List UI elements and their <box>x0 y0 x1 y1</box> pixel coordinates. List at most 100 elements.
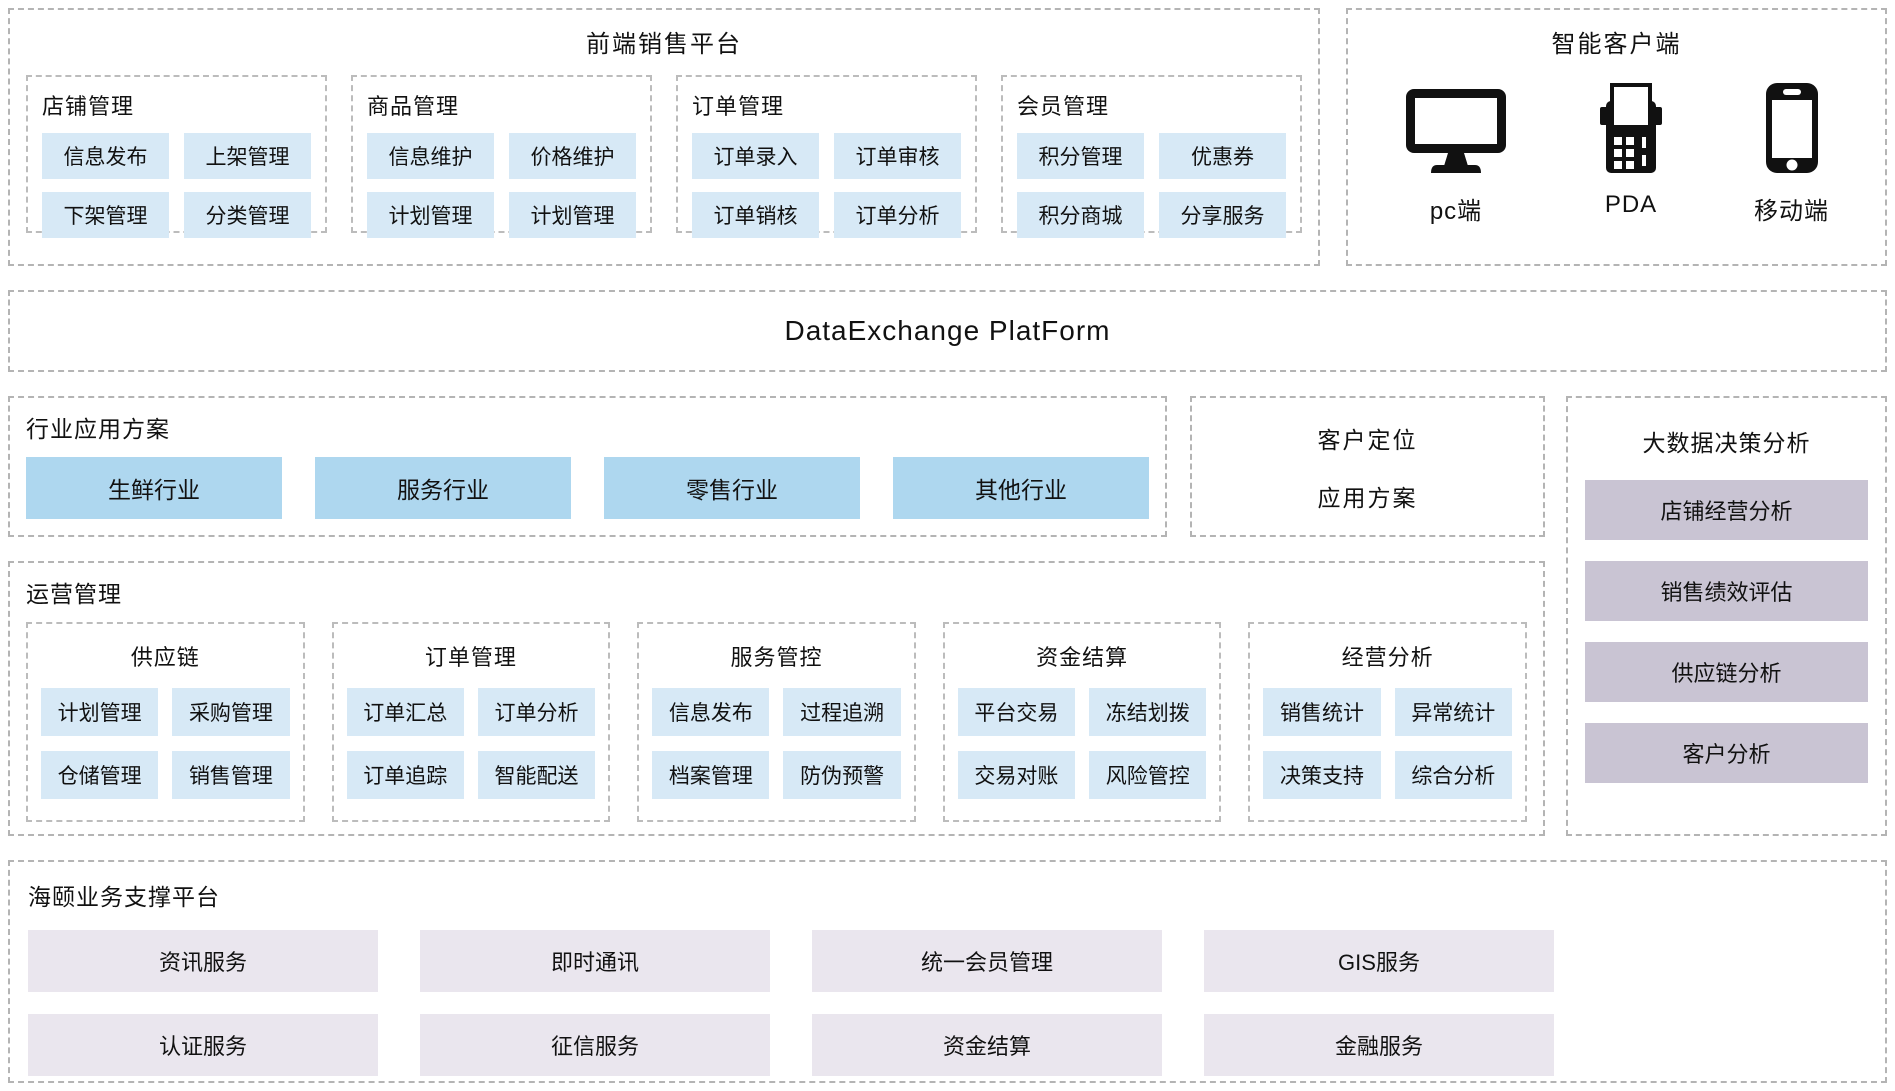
service-control-group: 服务管控 信息发布 过程追溯 档案管理 防伪预警 <box>637 622 916 822</box>
analysis-chip: 客户分析 <box>1585 723 1868 783</box>
service-chip: 资金结算 <box>812 1014 1162 1076</box>
pda-icon <box>1600 79 1662 175</box>
module-chip: 积分商城 <box>1017 192 1144 238</box>
device-pc: pc端 <box>1404 79 1508 226</box>
industry-chip: 服务行业 <box>315 457 571 519</box>
group-title: 商品管理 <box>367 94 460 119</box>
store-management-group: 店铺管理 信息发布 上架管理 下架管理 分类管理 <box>26 75 327 238</box>
module-chip: 积分管理 <box>1017 133 1144 179</box>
device-label: PDA <box>1604 191 1658 218</box>
frontend-sales-platform-panel: 前端销售平台 店铺管理 信息发布 上架管理 下架管理 分类管理 商品管理 信息维… <box>8 8 1320 266</box>
group-title: 订单管理 <box>424 645 517 670</box>
member-management-group: 会员管理 积分管理 优惠券 积分商城 分享服务 <box>1001 75 1302 238</box>
module-chip: 计划管理 <box>509 192 636 238</box>
operations-title: 运营管理 <box>26 581 122 607</box>
device-label: pc端 <box>1429 198 1483 225</box>
middle-row: 行业应用方案 生鲜行业 服务行业 零售行业 其他行业 客户定位 应用方案 运营管… <box>8 396 1887 836</box>
module-chip: 采购管理 <box>172 688 290 736</box>
module-chip: 防伪预警 <box>783 751 901 799</box>
module-chip: 风险管控 <box>1089 751 1207 799</box>
group-title: 订单管理 <box>692 94 785 119</box>
module-chip: 订单分析 <box>477 688 596 736</box>
device-label: 移动端 <box>1754 198 1829 225</box>
analysis-chip: 供应链分析 <box>1585 642 1868 702</box>
service-chip: 即时通讯 <box>420 930 770 992</box>
module-chip: 优惠券 <box>1159 133 1286 179</box>
service-chip: 统一会员管理 <box>812 930 1162 992</box>
module-chip: 信息发布 <box>42 133 169 179</box>
support-platform-title: 海颐业务支撑平台 <box>28 884 220 910</box>
big-data-title: 大数据决策分析 <box>1642 430 1811 456</box>
analysis-chip: 店铺经营分析 <box>1585 480 1868 540</box>
module-chip: 销售统计 <box>1263 688 1381 736</box>
module-chip: 冻结划拨 <box>1089 688 1207 736</box>
desktop-monitor-icon <box>1404 79 1508 175</box>
business-analysis-group: 经营分析 销售统计 异常统计 决策支持 综合分析 <box>1248 622 1527 822</box>
group-title: 服务管控 <box>730 645 823 670</box>
module-chip: 仓储管理 <box>41 751 159 799</box>
module-chip: 分享服务 <box>1159 192 1286 238</box>
module-chip: 分类管理 <box>184 192 311 238</box>
device-mobile: 移动端 <box>1754 79 1829 226</box>
service-chip: GIS服务 <box>1204 930 1554 992</box>
module-chip: 订单追踪 <box>346 751 464 799</box>
module-chip: 上架管理 <box>184 133 311 179</box>
group-title: 资金结算 <box>1036 645 1129 670</box>
data-exchange-title: DataExchange PlatForm <box>784 315 1111 346</box>
operations-management-panel: 运营管理 供应链 计划管理 采购管理 仓储管理 销售管理 订单管理 <box>8 561 1545 836</box>
smart-client-panel: 智能客户端 pc端 <box>1346 8 1887 266</box>
group-title: 经营分析 <box>1341 645 1434 670</box>
module-chip: 订单分析 <box>834 192 961 238</box>
smart-client-title: 智能客户端 <box>1551 31 1682 58</box>
module-chip: 订单销核 <box>692 192 819 238</box>
frontend-groups: 店铺管理 信息发布 上架管理 下架管理 分类管理 商品管理 信息维护 价格维护 … <box>10 59 1318 238</box>
customer-positioning-line1: 客户定位 <box>1317 426 1418 453</box>
fund-settlement-group: 资金结算 平台交易 冻结划拨 交易对账 风险管控 <box>942 622 1222 822</box>
group-title: 供应链 <box>130 645 200 670</box>
module-chip: 订单录入 <box>692 133 819 179</box>
order-management-group: 订单管理 订单录入 订单审核 订单销核 订单分析 <box>676 75 977 238</box>
supply-chain-group: 供应链 计划管理 采购管理 仓储管理 销售管理 <box>26 622 305 822</box>
module-chip: 计划管理 <box>41 688 159 736</box>
mobile-phone-icon <box>1764 79 1820 175</box>
support-platform-panel: 海颐业务支撑平台 资讯服务 即时通讯 统一会员管理 GIS服务 认证服务 征信服… <box>8 860 1887 1083</box>
service-chip: 金融服务 <box>1204 1014 1554 1076</box>
module-chip: 订单审核 <box>834 133 961 179</box>
device-pda: PDA <box>1600 79 1662 219</box>
industry-solutions-panel: 行业应用方案 生鲜行业 服务行业 零售行业 其他行业 <box>8 396 1167 537</box>
industry-chip: 其他行业 <box>893 457 1149 519</box>
big-data-analysis-panel: 大数据决策分析 店铺经营分析 销售绩效评估 供应链分析 客户分析 <box>1566 396 1887 836</box>
module-chip: 信息维护 <box>367 133 494 179</box>
module-chip: 订单汇总 <box>346 688 464 736</box>
analysis-chip: 销售绩效评估 <box>1585 561 1868 621</box>
service-chip: 认证服务 <box>28 1014 378 1076</box>
module-chip: 决策支持 <box>1263 751 1381 799</box>
group-title: 会员管理 <box>1017 94 1110 119</box>
industry-chip: 生鲜行业 <box>26 457 282 519</box>
module-chip: 交易对账 <box>957 751 1076 799</box>
data-exchange-band: DataExchange PlatForm <box>8 290 1887 372</box>
customer-positioning-panel: 客户定位 应用方案 <box>1190 396 1545 537</box>
module-chip: 信息发布 <box>652 688 770 736</box>
product-management-group: 商品管理 信息维护 价格维护 计划管理 计划管理 <box>351 75 652 238</box>
module-chip: 综合分析 <box>1394 751 1512 799</box>
module-chip: 档案管理 <box>652 751 770 799</box>
service-chip: 资讯服务 <box>28 930 378 992</box>
top-row: 前端销售平台 店铺管理 信息发布 上架管理 下架管理 分类管理 商品管理 信息维… <box>8 8 1887 266</box>
module-chip: 智能配送 <box>477 751 596 799</box>
group-title: 店铺管理 <box>42 94 135 119</box>
module-chip: 下架管理 <box>42 192 169 238</box>
customer-positioning-line2: 应用方案 <box>1317 484 1418 511</box>
frontend-platform-title: 前端销售平台 <box>586 31 742 58</box>
service-chip: 征信服务 <box>420 1014 770 1076</box>
module-chip: 异常统计 <box>1394 688 1512 736</box>
module-chip: 价格维护 <box>509 133 636 179</box>
industry-chip: 零售行业 <box>604 457 860 519</box>
industry-solutions-title: 行业应用方案 <box>26 416 170 442</box>
module-chip: 计划管理 <box>367 192 494 238</box>
client-devices: pc端 <box>1404 79 1829 226</box>
module-chip: 销售管理 <box>172 751 290 799</box>
module-chip: 平台交易 <box>957 688 1076 736</box>
module-chip: 过程追溯 <box>783 688 901 736</box>
